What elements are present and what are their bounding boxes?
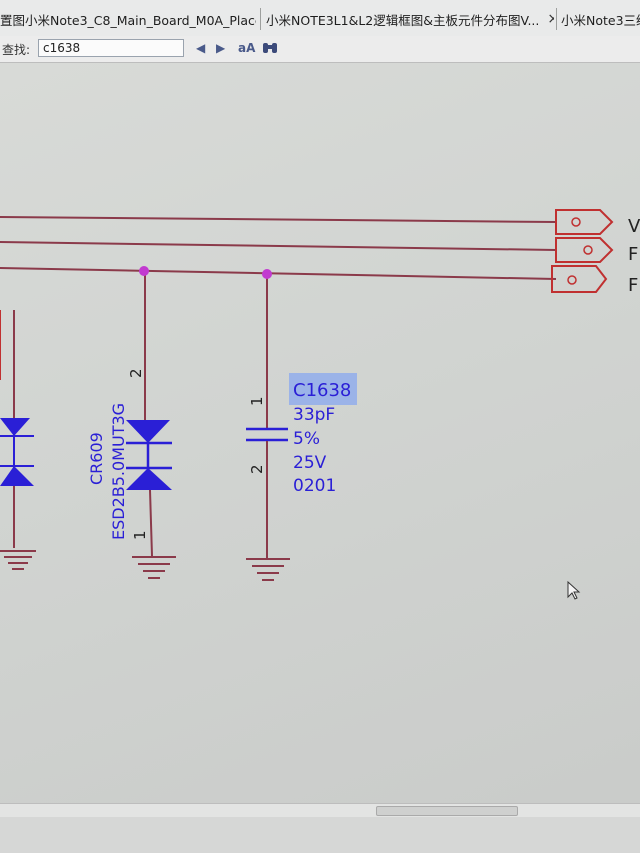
capacitor-voltage: 25V	[293, 453, 327, 473]
ground-symbol	[246, 558, 290, 581]
diode-pin-label: 1	[131, 530, 149, 540]
capacitor-package: 0201	[293, 476, 336, 496]
net-wire	[0, 267, 557, 280]
match-case-icon[interactable]: aA	[238, 41, 256, 55]
tab-main-board-placement[interactable]: 置图小米Note3_C8_Main_Board_M0A_Place... ×	[0, 6, 256, 32]
tab-divider	[556, 8, 557, 30]
tab-label: 置图小米Note3_C8_Main_Board_M0A_Place...	[0, 12, 256, 28]
partial-tvs-diode[interactable]	[0, 310, 34, 548]
capacitor-pin-label: 2	[248, 464, 266, 474]
diode-part-number: ESD2B5.0MUT3G	[109, 403, 128, 540]
tvs-diode-cr609[interactable]	[126, 272, 172, 557]
ground-symbol	[0, 550, 36, 570]
off-page-port[interactable]	[555, 209, 614, 235]
capacitor-tolerance: 5%	[293, 429, 320, 449]
scrollbar-thumb[interactable]	[376, 806, 518, 816]
ground-symbol	[132, 556, 176, 579]
find-next-icon[interactable]: ▶	[216, 41, 226, 55]
find-toolbar: 查找: ◀ ▶ aA	[0, 36, 640, 63]
junction-dot	[139, 266, 149, 276]
off-page-port[interactable]	[555, 237, 614, 263]
schematic-canvas[interactable]: V F F CR609 ESD2B5.0MUT3G 2 1	[0, 63, 640, 803]
close-icon[interactable]: ×	[547, 11, 554, 27]
capacitor-value: 33pF	[293, 405, 335, 425]
net-wire	[0, 241, 557, 251]
port-label: F	[628, 275, 638, 296]
capacitor-pin-label: 1	[248, 396, 266, 406]
diode-pin-label: 2	[127, 368, 145, 378]
search-highlight	[289, 373, 357, 405]
capacitor-c1638[interactable]	[246, 274, 288, 558]
horizontal-scrollbar[interactable]	[0, 803, 640, 817]
window-bottom-bezel	[0, 817, 640, 853]
diode-refdes: CR609	[87, 432, 106, 485]
tab-label: 小米NOTE3L1&L2逻辑框图&主板元件分布图V...	[266, 12, 540, 28]
binoculars-icon[interactable]	[262, 41, 278, 58]
capacitor-refdes[interactable]: C1638	[293, 380, 351, 401]
find-input[interactable]	[38, 39, 184, 57]
net-wire	[0, 216, 557, 223]
find-label: 查找:	[2, 43, 31, 57]
junction-dot	[262, 269, 272, 279]
tab-note3-third[interactable]: 小米Note3三级	[561, 6, 640, 32]
port-label: F	[628, 244, 638, 265]
tab-label: 小米Note3三级	[561, 12, 640, 28]
tab-bar: 置图小米Note3_C8_Main_Board_M0A_Place... × 小…	[0, 0, 640, 37]
port-label: V	[628, 216, 640, 237]
mouse-cursor-icon	[567, 580, 581, 600]
tab-divider	[260, 8, 261, 30]
find-prev-icon[interactable]: ◀	[196, 41, 206, 55]
off-page-port[interactable]	[551, 265, 608, 293]
tab-logic-diagram[interactable]: 小米NOTE3L1&L2逻辑框图&主板元件分布图V... ×	[266, 6, 554, 32]
